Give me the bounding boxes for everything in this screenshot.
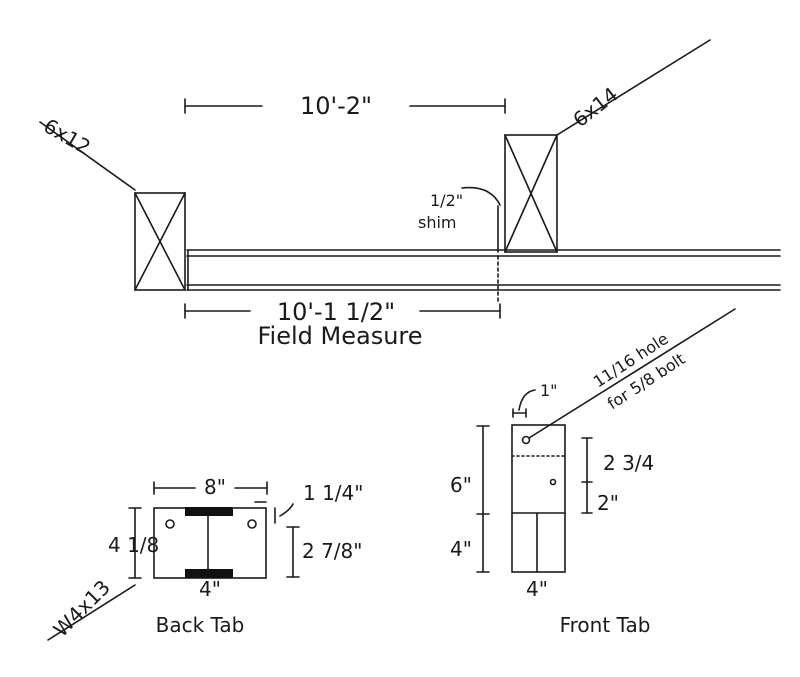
- right-post-label: 6x14: [568, 82, 622, 132]
- front-tab-lower-dim: 4": [450, 537, 472, 561]
- back-tab-edge-dim: 1 1/4": [303, 481, 363, 505]
- bolt-hole: [247, 519, 257, 529]
- right-post: [504, 134, 558, 253]
- front-tab-hole-spacing-dim: 2 3/4: [603, 451, 654, 475]
- beam-size-label: W4x13: [49, 575, 115, 641]
- front-tab-upper-dim: 6": [450, 473, 472, 497]
- shim: 1/2" shim: [418, 186, 501, 253]
- hole-note-leader: [528, 308, 736, 439]
- front-tab-bottom-hole-dim: 2": [597, 491, 619, 515]
- back-tab-hole-spacing-dim: 2 7/8": [302, 539, 362, 563]
- bottom-flange: [185, 569, 233, 578]
- back-tab-title: Back Tab: [156, 613, 245, 637]
- right-post-leader: [556, 39, 711, 136]
- left-post: [134, 192, 186, 291]
- beam-dim-text: 10'-1 1/2": [277, 298, 395, 326]
- beam-dimension: 10'-1 1/2": [184, 255, 501, 326]
- back-tab: 8" 1 1/4" 4 1/8 2 7/8" 4" W4x13 Back Tab: [47, 475, 363, 642]
- shim-label: shim: [418, 213, 457, 232]
- top-flange: [185, 507, 233, 516]
- left-post-label: 6x12: [40, 114, 95, 160]
- front-tab-title: Front Tab: [560, 613, 651, 637]
- shim-size: 1/2": [430, 191, 463, 210]
- back-tab-flange-dim: 4": [199, 577, 221, 601]
- left-post-leader: [39, 121, 136, 191]
- top-view: 6x12 6x14 10'-2" 1/2" shim: [39, 39, 781, 350]
- beam: [186, 249, 781, 291]
- front-tab: 11/16 hole for 5/8 bolt 1" 6" 4" 2 3/4 2…: [450, 308, 736, 637]
- bolt-hole: [165, 519, 175, 529]
- overall-dim-text: 10'-2": [300, 92, 372, 120]
- back-tab-height-dim: 4 1/8: [108, 533, 159, 557]
- front-tab-width-dim: 4": [526, 577, 548, 601]
- field-measure-note: Field Measure: [257, 322, 422, 350]
- bolt-hole: [549, 478, 557, 486]
- back-tab-width-dim: 8": [204, 475, 226, 499]
- overall-dimension: 10'-2": [184, 92, 506, 120]
- bolt-hole: [521, 435, 531, 445]
- front-tab-edge-dim: 1": [540, 381, 558, 400]
